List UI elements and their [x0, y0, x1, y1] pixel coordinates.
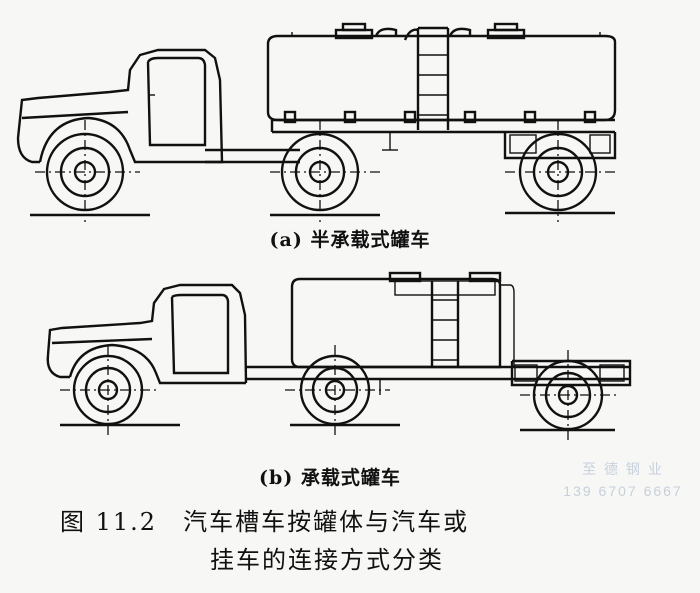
semi-trailer-tanker-drawing — [16, 22, 617, 222]
tractor-rear-wheel — [270, 120, 380, 222]
figure-title-line2: 挂车的连接方式分类 — [210, 546, 444, 574]
front-wheel — [35, 120, 140, 222]
figure-number: 图 11.2 — [60, 508, 158, 536]
figure-title: 图 11.2 汽车槽车按罐体与汽车或 挂车的连接方式分类 — [60, 503, 680, 579]
front-wheel — [60, 345, 160, 435]
caption-a: (a) 半承载式罐车 — [269, 229, 431, 251]
caption-b: (b) 承载式罐车 — [259, 467, 401, 489]
watermark-company: 至 德 钢 业 — [582, 461, 664, 477]
tank-body — [266, 22, 617, 130]
watermark: 至 德 钢 业 139 6707 6667 — [548, 458, 698, 502]
tractor-cab — [16, 48, 224, 164]
rigid-tanker-drawing — [46, 271, 632, 440]
tank-body — [290, 271, 515, 369]
middle-wheel — [285, 345, 390, 435]
watermark-phone: 139 6707 6667 — [563, 483, 683, 499]
rear-wheel — [520, 350, 620, 440]
truck-cab — [46, 283, 248, 385]
trailer-wheel — [505, 120, 615, 222]
figure-title-line1: 汽车槽车按罐体与汽车或 — [183, 508, 470, 536]
